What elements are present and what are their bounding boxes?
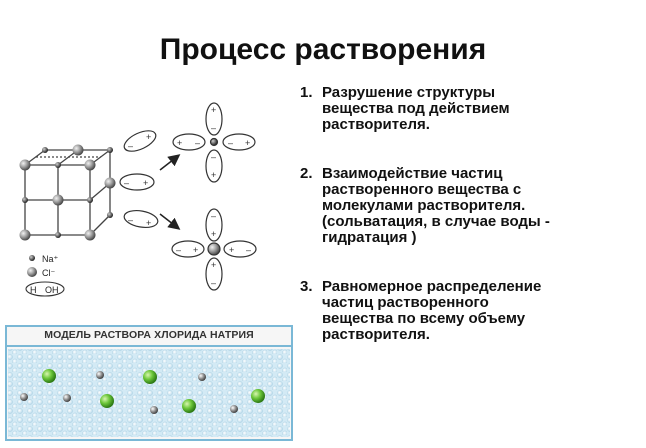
- model-title: МОДЕЛЬ РАСТВОРА ХЛОРИДА НАТРИЯ: [44, 329, 254, 341]
- step-2-number: 2.: [300, 165, 313, 182]
- step-2-text: Взаимодействие частиц растворенного веще…: [322, 165, 550, 246]
- svg-text:+: +: [211, 170, 216, 180]
- legend-cl-label: Cl⁻: [42, 268, 55, 278]
- svg-text:+: +: [211, 229, 216, 239]
- na-ions: [20, 371, 238, 414]
- step-3-text: Равномерное распределение частиц раствор…: [322, 278, 542, 343]
- svg-text:+: +: [146, 218, 151, 228]
- svg-text:–: –: [195, 138, 200, 148]
- legend-water-marker: [25, 281, 65, 297]
- dissolution-diagram: – + – + – + + – – + + – – + – + + – – + + – Na⁺ Cl⁻: [19, 102, 257, 297]
- legend: Na⁺ Cl⁻ H OH: [25, 254, 65, 297]
- legend-cl-marker: [27, 267, 37, 277]
- svg-text:–: –: [128, 141, 133, 151]
- svg-text:+: +: [229, 245, 234, 255]
- svg-text:–: –: [128, 215, 133, 225]
- step-3-number: 3.: [300, 278, 313, 295]
- arrow-to-na-hydration: [159, 154, 181, 171]
- water-molecules: [8, 349, 290, 437]
- step-1-number: 1.: [300, 84, 313, 101]
- hydrated-cl-ion: [171, 208, 257, 291]
- lattice-ions: [19, 144, 116, 241]
- svg-text:+: +: [146, 132, 151, 142]
- dipole-signs: – + – + – +: [124, 132, 151, 228]
- svg-text:–: –: [124, 178, 129, 188]
- svg-text:+: +: [143, 178, 148, 188]
- svg-text:–: –: [228, 138, 233, 148]
- cl-ions: [42, 369, 265, 413]
- nacl-solution-model: МОДЕЛЬ РАСТВОРА ХЛОРИДА НАТРИЯ: [5, 325, 293, 441]
- svg-text:–: –: [211, 123, 216, 133]
- svg-text:+: +: [177, 138, 182, 148]
- legend-na-label: Na⁺: [42, 254, 59, 264]
- svg-text:–: –: [246, 245, 251, 255]
- svg-text:+: +: [193, 245, 198, 255]
- step-1-text: Разрушение структуры вещества под действ…: [322, 84, 510, 133]
- water-dipoles-approaching: [119, 130, 159, 229]
- svg-text:–: –: [211, 152, 216, 162]
- arrow-to-cl-hydration: [159, 213, 181, 230]
- svg-text:–: –: [176, 245, 181, 255]
- svg-text:+: +: [245, 138, 250, 148]
- svg-text:–: –: [211, 211, 216, 221]
- legend-water-h: H: [30, 285, 37, 295]
- svg-text:–: –: [211, 278, 216, 288]
- solution-illustration: [7, 345, 291, 437]
- crystal-lattice: [24, 149, 111, 236]
- legend-na-marker: [29, 255, 35, 261]
- svg-text:+: +: [211, 260, 216, 270]
- legend-water-oh: OH: [45, 285, 59, 295]
- svg-text:+: +: [211, 105, 216, 115]
- page-title: Процесс растворения: [159, 33, 487, 66]
- hydrated-na-ion: [172, 102, 256, 183]
